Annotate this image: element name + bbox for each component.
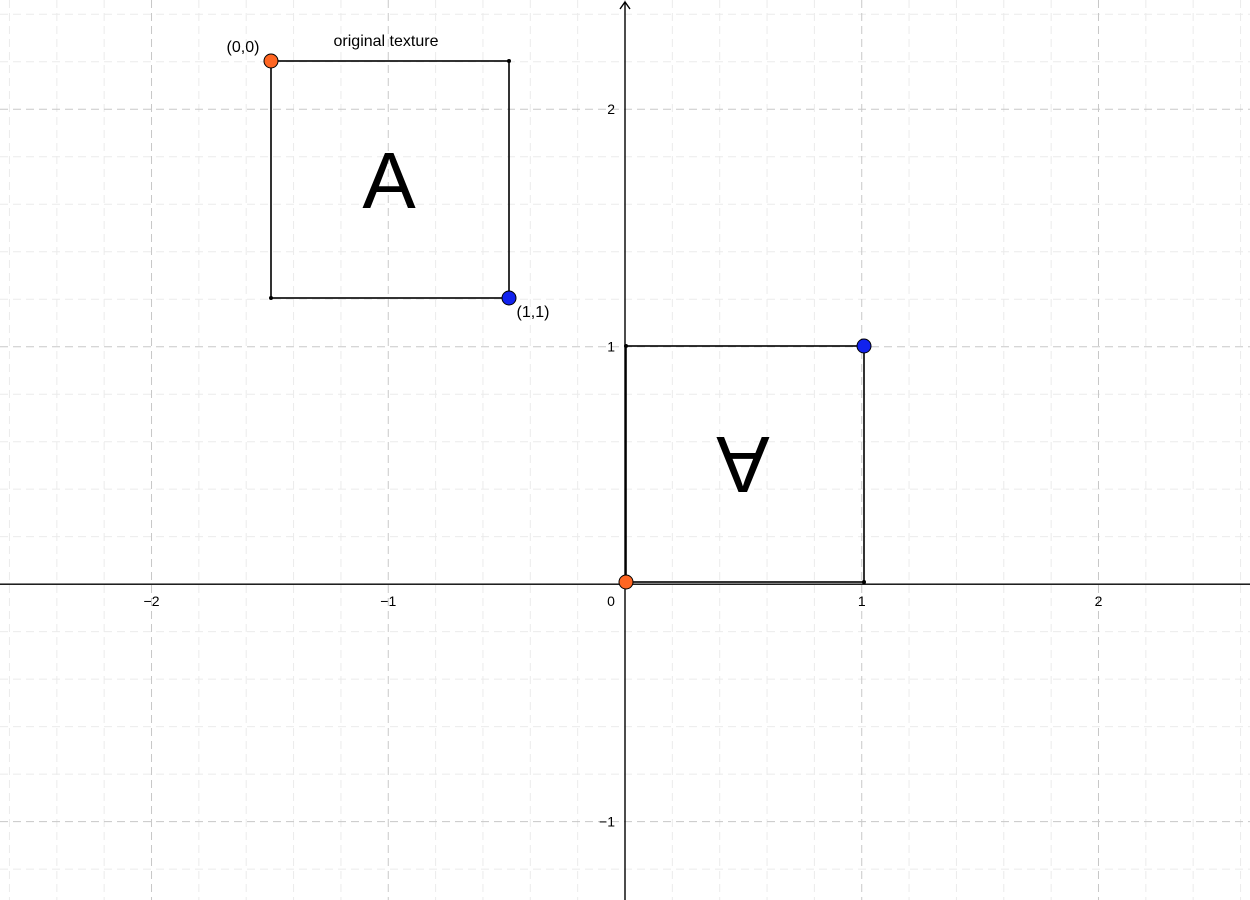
mapped-bottom-right-vertex bbox=[862, 580, 866, 584]
mapped-texture-square bbox=[625, 345, 865, 583]
mapped-origin-point[interactable] bbox=[618, 574, 634, 590]
x-tick-label: −1 bbox=[380, 593, 396, 609]
x-tick-label: 2 bbox=[1095, 593, 1103, 609]
corner-start-label: (0,0) bbox=[227, 39, 260, 56]
corner-end-label: (1,1) bbox=[517, 304, 550, 321]
y-tick-label: 2 bbox=[607, 101, 615, 117]
original-top-right-vertex bbox=[507, 59, 511, 63]
original-texture-caption: original texture bbox=[334, 33, 439, 50]
y-tick-label: −1 bbox=[599, 814, 615, 830]
x-tick-label: 0 bbox=[607, 593, 615, 609]
y-tick-labels: 2 1 −1 bbox=[599, 101, 615, 829]
mapped-texture-group: A bbox=[618, 338, 872, 590]
original-end-point[interactable] bbox=[501, 290, 517, 306]
original-texture-group: original texture A (0,0) (1,1) bbox=[227, 33, 550, 321]
x-tick-labels: −2 −1 0 1 2 bbox=[144, 593, 1103, 609]
original-texture-square bbox=[270, 60, 510, 299]
original-texture-letter: A bbox=[362, 136, 416, 225]
mapped-texture-letter: A bbox=[716, 420, 770, 509]
mapped-end-point[interactable] bbox=[856, 338, 872, 354]
y-tick-label: 1 bbox=[607, 339, 615, 355]
y-axis-arrow-icon bbox=[619, 0, 631, 10]
mapped-top-left-vertex bbox=[624, 344, 628, 348]
x-tick-label: −2 bbox=[144, 593, 160, 609]
x-tick-label: 1 bbox=[858, 593, 866, 609]
original-bottom-left-vertex bbox=[269, 296, 273, 300]
original-origin-point[interactable] bbox=[263, 53, 279, 69]
